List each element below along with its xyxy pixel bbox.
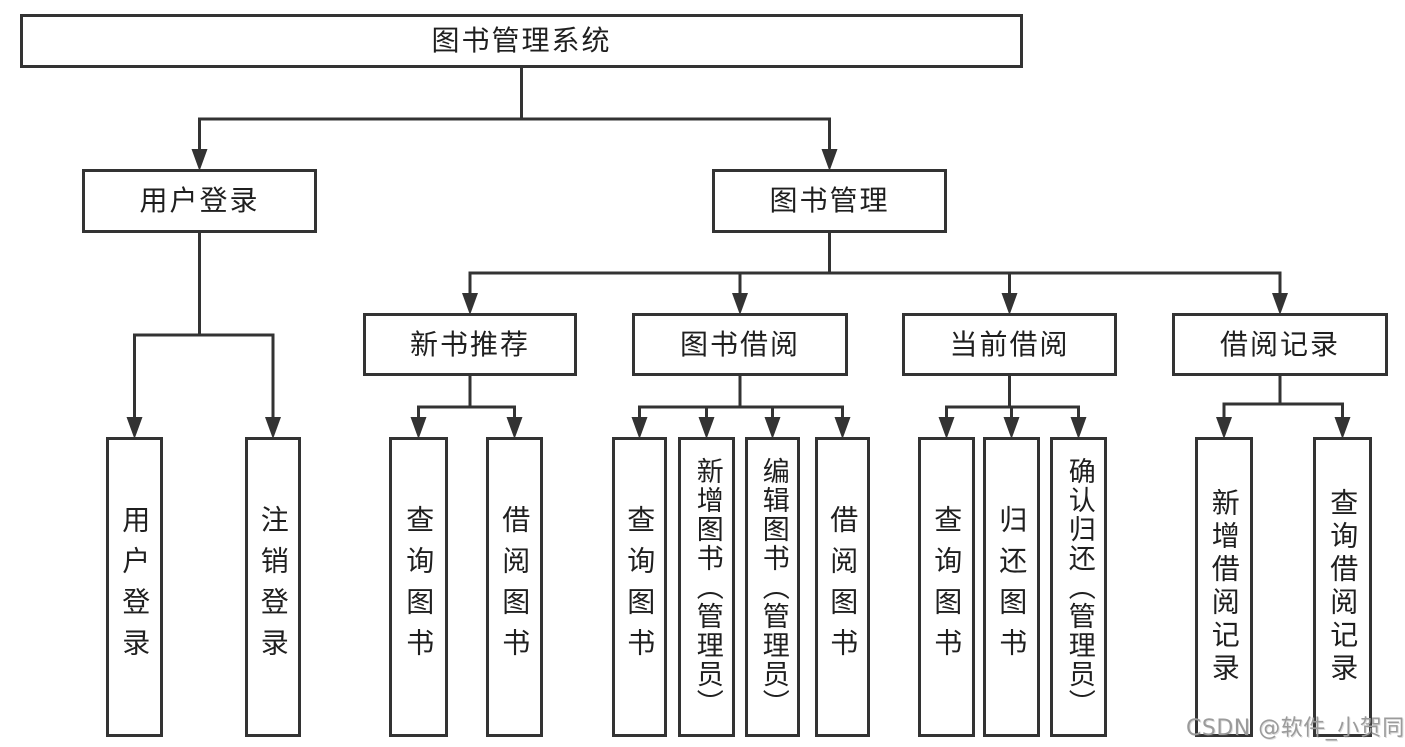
node-label: 查询图书: [623, 505, 657, 669]
node-book-mgmt: 图书管理: [712, 169, 947, 233]
node-leaf-bb-add: 新增图书（管理员）: [678, 437, 735, 737]
node-label: 借阅图书: [826, 505, 860, 669]
arrowhead-icon: [1272, 293, 1288, 315]
node-label: 当前借阅: [949, 327, 1070, 361]
node-leaf-cb-confirm: 确认归还（管理员）: [1050, 437, 1107, 737]
node-label: 确认归还（管理员）: [1063, 456, 1095, 718]
node-label: 图书管理: [769, 184, 890, 218]
node-label: 新书推荐: [409, 327, 530, 361]
arrowhead-icon: [821, 149, 838, 171]
node-label: 图书借阅: [679, 327, 800, 361]
node-borrow-records: 借阅记录: [1172, 313, 1388, 376]
node-new-book-rec: 新书推荐: [363, 313, 577, 376]
arrowhead-icon: [191, 149, 208, 171]
node-label: 用户登录: [118, 505, 152, 669]
node-label: 查询图书: [402, 505, 436, 669]
node-current-borrow: 当前借阅: [902, 313, 1117, 376]
node-leaf-user-login: 用户登录: [106, 437, 163, 737]
arrowhead-icon: [126, 417, 143, 439]
node-label: 查询借阅记录: [1326, 488, 1360, 686]
arrowhead-icon: [732, 293, 748, 315]
arrowhead-icon: [1334, 417, 1351, 439]
node-leaf-rc-add: 新增借阅记录: [1195, 437, 1253, 737]
node-leaf-bb-edit: 编辑图书（管理员）: [745, 437, 800, 737]
node-leaf-bb-borrow: 借阅图书: [815, 437, 870, 737]
node-root: 图书管理系统: [20, 14, 1023, 68]
node-label: 归还图书: [995, 505, 1029, 669]
node-label: 注销登录: [256, 505, 290, 669]
arrowhead-icon: [631, 417, 648, 439]
arrowhead-icon: [1216, 417, 1232, 439]
arrowhead-icon: [764, 417, 781, 439]
node-label: 查询图书: [930, 505, 964, 669]
node-label: 图书管理系统: [431, 24, 612, 58]
node-label: 借阅记录: [1219, 327, 1340, 361]
node-label: 借阅图书: [498, 505, 532, 669]
arrowhead-icon: [410, 417, 427, 439]
arrowhead-icon: [506, 417, 523, 439]
arrowhead-icon: [938, 417, 955, 439]
arrowhead-icon: [834, 417, 851, 439]
node-leaf-logout: 注销登录: [245, 437, 301, 737]
node-label: 编辑图书（管理员）: [757, 456, 789, 718]
arrowhead-icon: [698, 417, 715, 439]
arrowhead-icon: [265, 417, 281, 439]
arrowhead-icon: [1001, 293, 1018, 315]
node-leaf-cb-query: 查询图书: [918, 437, 975, 737]
node-leaf-rec-query: 查询图书: [389, 437, 448, 737]
arrowhead-icon: [1070, 417, 1087, 439]
node-leaf-rec-borrow: 借阅图书: [486, 437, 543, 737]
node-user-login: 用户登录: [82, 169, 317, 233]
node-book-borrow: 图书借阅: [632, 313, 848, 376]
node-label: 新增图书（管理员）: [691, 456, 723, 718]
node-leaf-bb-query: 查询图书: [612, 437, 667, 737]
node-label: 新增借阅记录: [1207, 488, 1241, 686]
csdn-watermark: CSDN @软件_小贺同学: [1186, 716, 1405, 741]
arrowhead-icon: [1003, 417, 1020, 439]
node-leaf-rc-query: 查询借阅记录: [1313, 437, 1372, 737]
node-label: 用户登录: [139, 184, 260, 218]
node-leaf-cb-return: 归还图书: [983, 437, 1040, 737]
arrowhead-icon: [462, 293, 478, 315]
